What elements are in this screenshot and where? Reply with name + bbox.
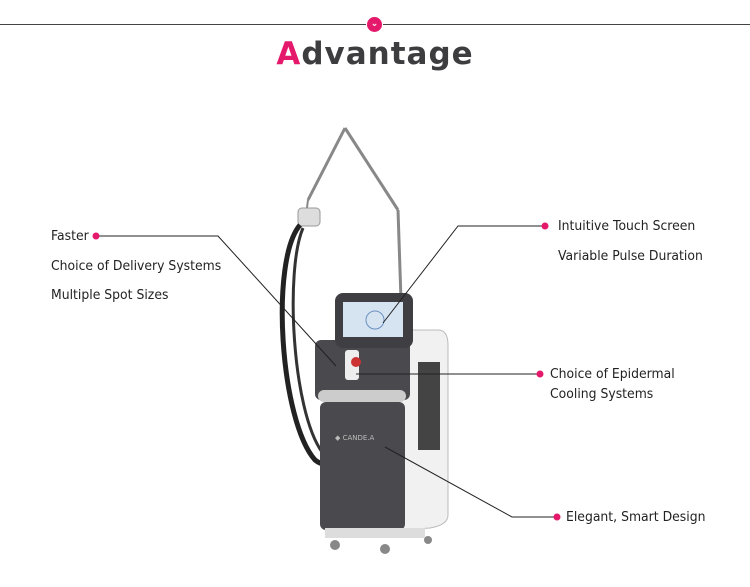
title-initial: A <box>276 36 302 72</box>
side-vent <box>418 362 440 450</box>
feature-delivery-systems: Choice of Delivery Systems <box>51 258 222 274</box>
feature-elegant-design: Elegant, Smart Design <box>566 509 706 525</box>
feature-faster: Faster <box>51 228 89 244</box>
feature-pulse-duration: Variable Pulse Duration <box>558 248 703 264</box>
control-panel <box>315 340 410 400</box>
page-title: Advantage <box>0 36 750 72</box>
handpiece-holder <box>297 207 321 227</box>
feature-touch-screen: Intuitive Touch Screen <box>558 218 696 234</box>
feature-epidermal-cooling: Choice of Epidermal <box>550 366 675 382</box>
chevron-down-icon: ⌄ <box>367 17 382 32</box>
title-rest: dvantage <box>301 36 474 72</box>
feature-cooling-systems: Cooling Systems <box>550 386 654 402</box>
touch-screen <box>343 302 403 337</box>
divider-right <box>383 24 750 25</box>
feature-spot-sizes: Multiple Spot Sizes <box>51 287 169 303</box>
divider-left <box>0 24 366 25</box>
bullet-dots <box>92 222 561 521</box>
device-cabinet <box>320 402 405 530</box>
svg-text:◆ CANDE.A: ◆ CANDE.A <box>335 434 375 442</box>
leader-lines <box>96 225 557 518</box>
